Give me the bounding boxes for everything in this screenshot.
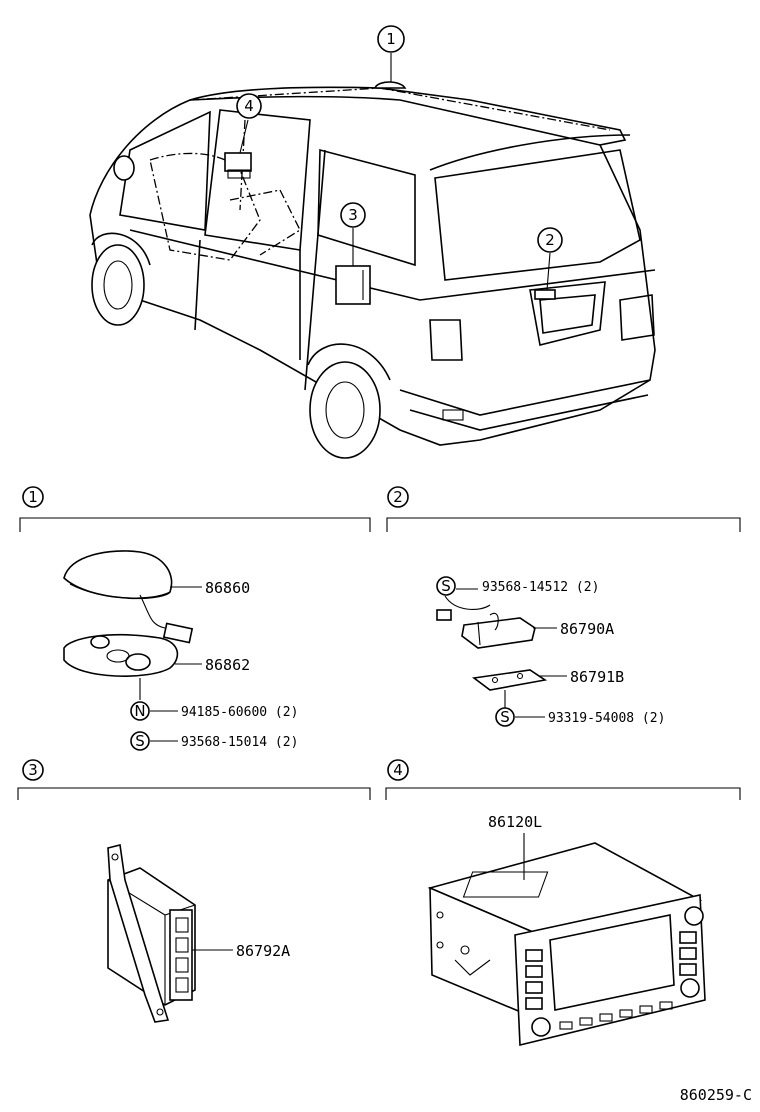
part-86860-label: 86860 [205, 579, 250, 597]
svg-text:S: S [500, 708, 510, 726]
section-2-header: 2 [386, 486, 741, 532]
van-illustration [89, 53, 656, 459]
callout-4: 4 [236, 93, 262, 119]
svg-text:N: N [134, 702, 145, 720]
receiver-illustration [427, 833, 706, 1047]
callout-1: 1 [377, 25, 405, 53]
callout-3: 3 [340, 202, 366, 228]
section-4-number: 4 [393, 761, 403, 779]
callout-2-label: 2 [545, 231, 555, 249]
section-1-header: 1 [19, 486, 371, 532]
callout-3-label: 3 [348, 206, 358, 224]
callout-2: 2 [537, 227, 563, 253]
part-86791B-label: 86791B [570, 668, 624, 686]
antenna-illustration [63, 550, 202, 742]
part-93568-15014-label: 93568-15014 (2) [181, 735, 298, 750]
nut-symbol: N [130, 701, 150, 721]
part-86792A-label: 86792A [236, 942, 290, 960]
section-2-number: 2 [393, 488, 403, 506]
part-86862-label: 86862 [205, 656, 250, 674]
section-3-number: 3 [28, 761, 38, 779]
section-1-number: 1 [28, 488, 38, 506]
screw-symbol-s1: S [130, 731, 150, 751]
screw-symbol-s2-bottom: S [495, 707, 515, 727]
part-93319-54008-label: 93319-54008 (2) [548, 711, 665, 726]
screw-symbol-s2-top: S [436, 576, 456, 596]
svg-text:S: S [135, 732, 145, 750]
section-3-header: 3 [17, 759, 371, 800]
part-93568-14512-label: 93568-14512 (2) [482, 580, 599, 595]
ecu-illustration [107, 844, 233, 1023]
figure-code: 860259-C [680, 1086, 752, 1104]
callout-4-label: 4 [244, 97, 254, 115]
part-86790A-label: 86790A [560, 620, 614, 638]
callout-1-label: 1 [386, 30, 396, 48]
part-94185-label: 94185-60600 (2) [181, 705, 298, 720]
section-4-header: 4 [385, 759, 741, 800]
part-86120L-label: 86120L [488, 813, 542, 831]
svg-text:S: S [441, 577, 451, 595]
camera-illustration [436, 588, 567, 718]
